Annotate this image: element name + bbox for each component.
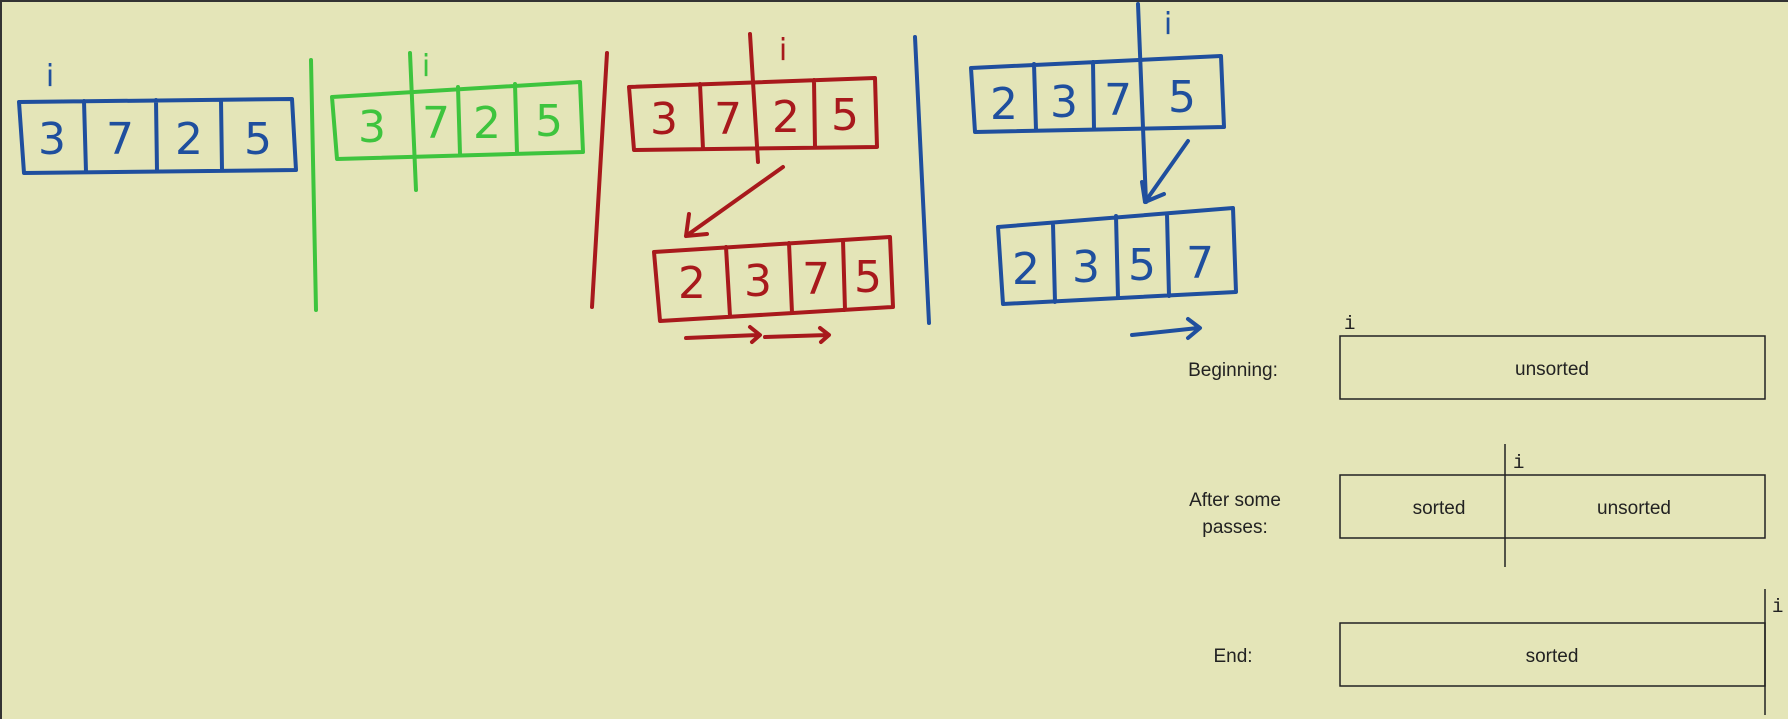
cell: 5 bbox=[1128, 240, 1156, 291]
cell: 5 bbox=[535, 96, 563, 147]
cell: 3 bbox=[650, 94, 678, 145]
cell: 7 bbox=[1186, 238, 1214, 289]
step2-array: i 3 7 2 5 bbox=[330, 49, 585, 192]
arrow-icon bbox=[684, 325, 762, 344]
region-unsorted: unsorted bbox=[1515, 359, 1589, 380]
cell: 2 bbox=[678, 258, 706, 309]
cell: 2 bbox=[990, 79, 1018, 130]
cell: 3 bbox=[1050, 77, 1078, 128]
step1-array: i 3 7 2 5 bbox=[17, 59, 298, 175]
cell: 5 bbox=[1168, 72, 1196, 123]
cell: 2 bbox=[772, 92, 800, 143]
cell: 3 bbox=[358, 102, 386, 153]
row-label: Beginning: bbox=[1188, 360, 1278, 381]
row-label: End: bbox=[1213, 646, 1252, 667]
arrow-icon bbox=[1130, 317, 1202, 340]
pointer-i: i bbox=[1344, 313, 1355, 335]
cell: 5 bbox=[244, 114, 272, 165]
step4-array: i 2 3 7 5 2 3 5 7 bbox=[969, 2, 1238, 340]
invariant-end: End: i sorted bbox=[1213, 589, 1783, 715]
invariant-beginning: Beginning: i unsorted bbox=[1188, 313, 1766, 400]
cell: 7 bbox=[714, 94, 742, 145]
step3-array: i 3 7 2 5 2 3 7 5 bbox=[627, 32, 895, 344]
invariant-after-some-passes: After some passes: i sorted unsorted bbox=[1189, 444, 1766, 567]
cell: 7 bbox=[1104, 75, 1132, 126]
cell: 2 bbox=[1012, 244, 1040, 295]
cell: 5 bbox=[831, 90, 859, 141]
cell: 2 bbox=[473, 98, 501, 149]
cell: 7 bbox=[106, 114, 134, 165]
cell: 3 bbox=[38, 114, 66, 165]
region-unsorted: unsorted bbox=[1597, 498, 1671, 519]
divider bbox=[309, 58, 318, 312]
cell: 5 bbox=[854, 252, 882, 303]
region-sorted: sorted bbox=[1526, 646, 1579, 667]
cell: 7 bbox=[422, 98, 450, 149]
pointer-i: i bbox=[46, 59, 54, 94]
arrow-icon bbox=[1140, 139, 1190, 204]
cell: 7 bbox=[802, 254, 830, 305]
pointer-i: i bbox=[1164, 7, 1172, 42]
arrow-icon bbox=[763, 326, 831, 344]
cell: 3 bbox=[744, 256, 772, 307]
pointer-i: i bbox=[422, 49, 430, 84]
cell: 3 bbox=[1072, 242, 1100, 293]
row-label: After some bbox=[1189, 490, 1281, 511]
cell: 2 bbox=[175, 114, 203, 165]
row-label: passes: bbox=[1202, 517, 1267, 538]
region-sorted: sorted bbox=[1413, 498, 1466, 519]
pointer-i: i bbox=[1513, 452, 1524, 474]
pointer-i: i bbox=[779, 33, 787, 68]
arrow-icon bbox=[684, 165, 785, 238]
pointer-i: i bbox=[1772, 596, 1783, 618]
divider bbox=[913, 35, 931, 325]
divider bbox=[590, 51, 609, 309]
